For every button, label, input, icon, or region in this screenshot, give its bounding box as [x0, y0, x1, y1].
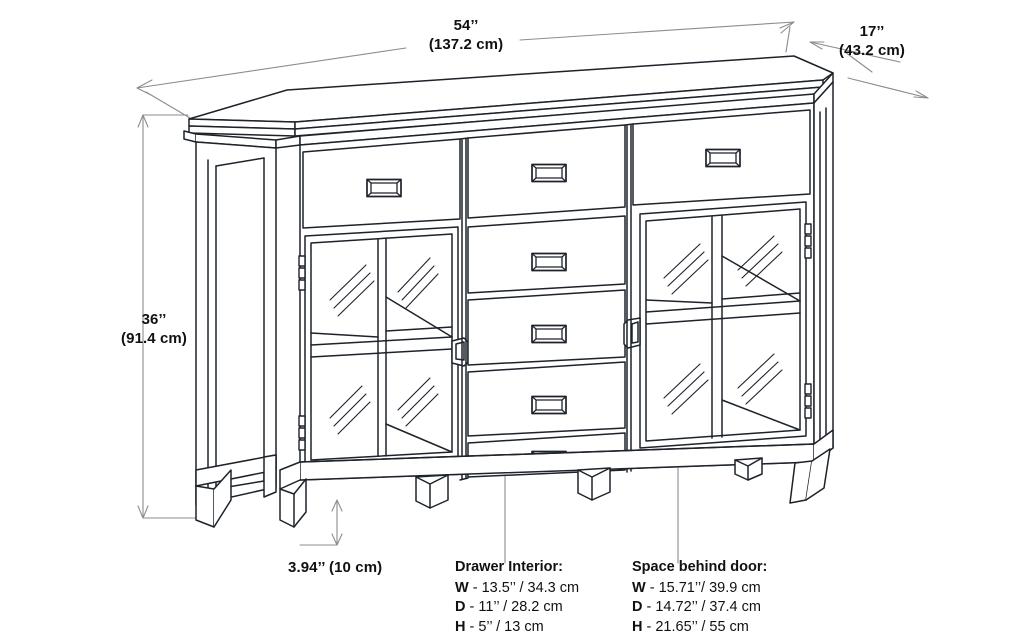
center-drawer-stack: [467, 215, 626, 478]
dimension-label-depth: 17’’ (43.2 cm): [839, 23, 905, 59]
left-side-panel: [195, 141, 277, 528]
note-door-row-h: H - 21.65’’ / 55 cm: [632, 618, 749, 635]
note-door-heading: Space behind door:: [632, 559, 768, 575]
top-drawer-row: [302, 109, 811, 229]
right-glass-door: [623, 201, 807, 449]
note-door-row-d: D - 14.72’’ / 37.4 cm: [632, 599, 761, 615]
note-drawer-row-d: D - 11’’ / 28.2 cm: [455, 599, 563, 615]
note-drawer-row-w: W - 13.5’’ / 34.3 cm: [455, 579, 580, 596]
left-glass-door: [304, 226, 469, 467]
note-drawer-heading: Drawer Interior:: [455, 559, 563, 575]
note-drawer-interior: Drawer Interior: W - 13.5’’ / 34.3 cm D …: [455, 558, 579, 637]
note-space-behind-door: Space behind door: W - 15.71’’/ 39.9 cm …: [632, 558, 767, 637]
right-side-panel: [813, 81, 834, 463]
base-rail: [279, 429, 834, 490]
cabinet-top: [183, 55, 834, 149]
legs: [279, 448, 831, 528]
note-drawer-row-h: H - 5’’ / 13 cm: [455, 618, 544, 635]
dimension-label-height: 36’’ (91.4 cm): [121, 311, 187, 347]
face-frame-stiles: [459, 123, 634, 481]
note-door-row-w: W - 15.71’’/ 39.9 cm: [632, 579, 761, 596]
dimension-label-clearance: 3.94’’ (10 cm): [288, 559, 383, 576]
dimension-label-width: 54’’ (137.2 cm): [428, 17, 504, 53]
